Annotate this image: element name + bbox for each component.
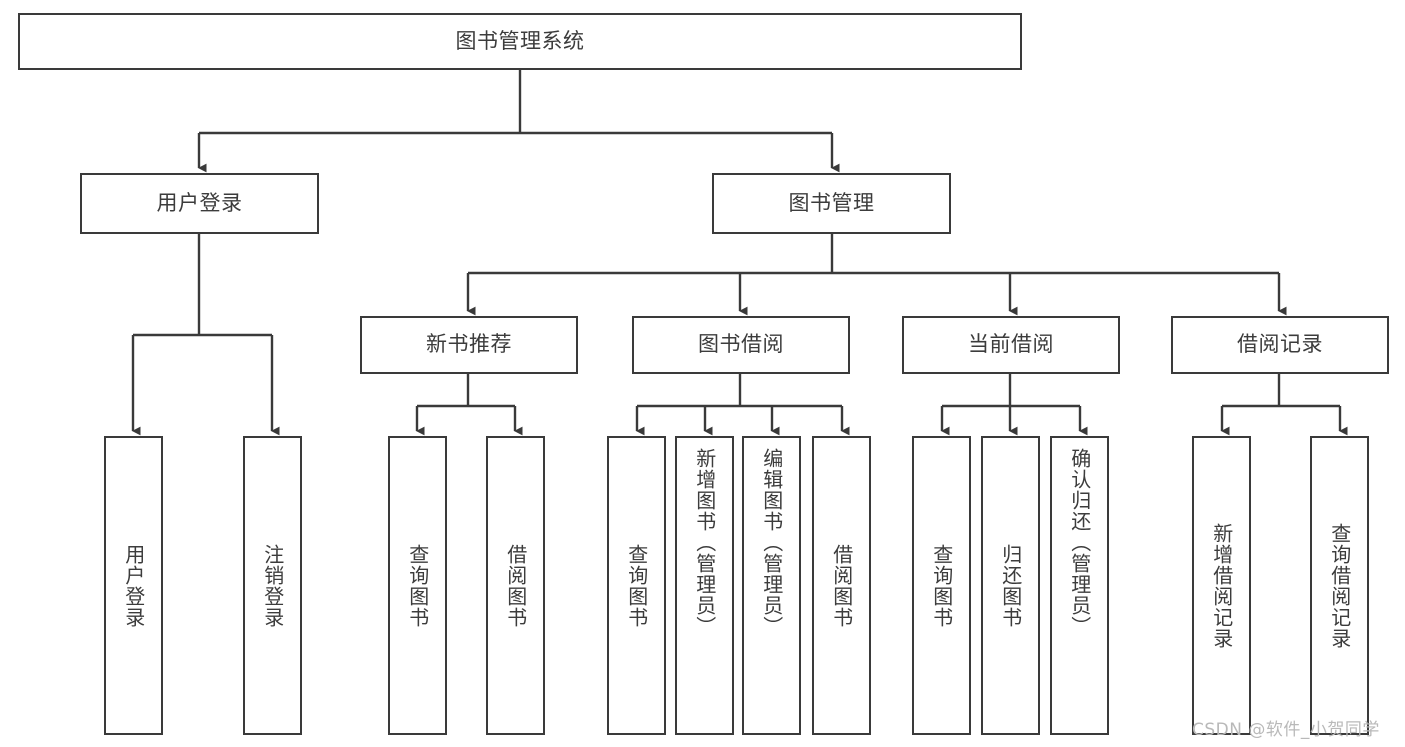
leaf-book-borrow-borrow-book[interactable]: 借阅图书: [812, 436, 871, 735]
leaf-new-book-query-book[interactable]: 查询图书: [388, 436, 447, 735]
node-label: 图书管理系统: [455, 28, 585, 53]
node-current-borrow[interactable]: 当前借阅: [902, 316, 1120, 374]
node-label: 图书管理: [788, 190, 875, 215]
node-label: 查询借阅记录: [1327, 522, 1352, 649]
leaf-current-borrow-confirm-return-admin[interactable]: 确认归还（管理员）: [1050, 436, 1109, 735]
leaf-book-borrow-add-book-admin[interactable]: 新增图书（管理员）: [675, 436, 734, 735]
node-label: 查询图书: [405, 543, 430, 628]
node-label: 新书推荐: [426, 332, 512, 357]
leaf-borrow-record-add-record[interactable]: 新增借阅记录: [1192, 436, 1251, 735]
leaf-book-borrow-edit-book-admin[interactable]: 编辑图书（管理员）: [742, 436, 801, 735]
node-root-book-management-system[interactable]: 图书管理系统: [18, 13, 1022, 70]
node-book-borrow[interactable]: 图书借阅: [632, 316, 850, 374]
node-user-login[interactable]: 用户登录: [80, 173, 319, 234]
node-new-book-recommend[interactable]: 新书推荐: [360, 316, 578, 374]
leaf-new-book-borrow-book[interactable]: 借阅图书: [486, 436, 545, 735]
node-label: 查询图书: [929, 543, 954, 628]
node-label: 图书借阅: [698, 332, 784, 357]
node-book-management[interactable]: 图书管理: [712, 173, 951, 234]
node-label: 用户登录: [121, 543, 146, 628]
leaf-user-login-login[interactable]: 用户登录: [104, 436, 163, 735]
leaf-current-borrow-query-book[interactable]: 查询图书: [912, 436, 971, 735]
node-label: 新增借阅记录: [1209, 522, 1234, 649]
node-label: 确认归还（管理员）: [1067, 448, 1092, 637]
leaf-current-borrow-return-book[interactable]: 归还图书: [981, 436, 1040, 735]
node-label: 新增图书（管理员）: [692, 448, 717, 637]
node-borrow-record[interactable]: 借阅记录: [1171, 316, 1389, 374]
leaf-user-login-logout[interactable]: 注销登录: [243, 436, 302, 735]
leaf-book-borrow-query-book[interactable]: 查询图书: [607, 436, 666, 735]
csdn-watermark: CSDN @软件_小贺同学: [1192, 720, 1380, 740]
node-label: 借阅记录: [1237, 332, 1323, 357]
leaf-borrow-record-query-record[interactable]: 查询借阅记录: [1310, 436, 1369, 735]
node-label: 借阅图书: [503, 543, 528, 628]
node-label: 注销登录: [260, 543, 285, 628]
node-label: 编辑图书（管理员）: [759, 448, 784, 637]
node-label: 归还图书: [998, 543, 1023, 628]
node-label: 借阅图书: [829, 543, 854, 628]
node-label: 当前借阅: [968, 332, 1054, 357]
node-label: 用户登录: [156, 190, 243, 215]
node-label: 查询图书: [624, 543, 649, 628]
